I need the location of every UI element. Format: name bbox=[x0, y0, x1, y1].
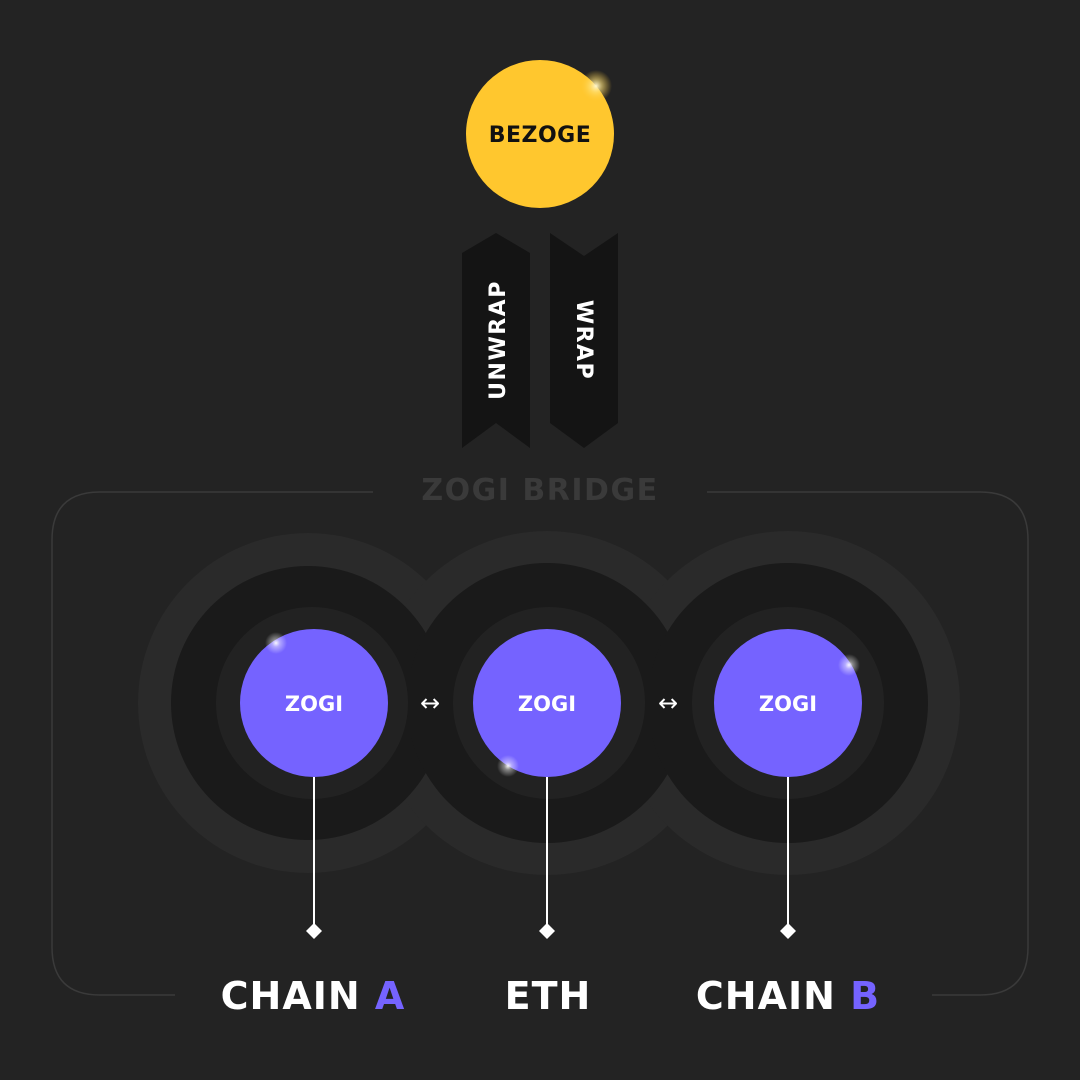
diamond-marker-icon bbox=[780, 923, 796, 939]
chain-label-main: ETH bbox=[505, 974, 592, 1018]
zogi-coin-icon bbox=[240, 629, 388, 777]
zogi-coin-icon bbox=[473, 629, 621, 777]
diamond-marker-icon bbox=[539, 923, 555, 939]
zogi-glow bbox=[265, 632, 287, 654]
zogi-glow bbox=[838, 654, 860, 676]
bidirectional-arrow-icon: ↔ bbox=[420, 689, 440, 717]
zogi-label: ZOGI bbox=[518, 692, 576, 716]
chain-label-main: CHAIN bbox=[221, 974, 375, 1018]
ribbon-unwrap: UNWRAP bbox=[462, 233, 530, 448]
zogi-node-eth: ZOGI bbox=[473, 629, 621, 777]
chain-label-main: CHAIN bbox=[696, 974, 850, 1018]
zogi-node-chain-a: ZOGI bbox=[240, 629, 388, 777]
bidirectional-arrow-icon: ↔ bbox=[658, 689, 678, 717]
ribbon-unwrap-label: UNWRAP bbox=[486, 280, 511, 400]
zogi-label: ZOGI bbox=[285, 692, 343, 716]
chain-label-accent: A bbox=[375, 974, 405, 1018]
bridge-title: ZOGI BRIDGE bbox=[421, 473, 658, 508]
chain-label-eth: ETH bbox=[505, 974, 592, 1018]
zogi-label: ZOGI bbox=[759, 692, 817, 716]
stems bbox=[313, 777, 789, 924]
zogi-glow bbox=[497, 755, 519, 777]
chain-label-a: CHAIN A bbox=[221, 974, 406, 1018]
zogi-node-chain-b: ZOGI bbox=[714, 629, 862, 777]
stem-diamonds bbox=[306, 923, 796, 939]
bezoge-node: BEZOGE bbox=[466, 60, 614, 208]
chain-label-b: CHAIN B bbox=[696, 974, 880, 1018]
bridge-frame bbox=[51, 491, 1029, 996]
ribbon-wrap-label: WRAP bbox=[571, 300, 596, 380]
connectors: ↔ ↔ bbox=[420, 689, 678, 717]
bezoge-glow bbox=[580, 70, 612, 102]
diamond-marker-icon bbox=[306, 923, 322, 939]
bezoge-coin-icon bbox=[466, 60, 614, 208]
bezoge-label: BEZOGE bbox=[489, 123, 592, 148]
ribbon-wrap: WRAP bbox=[550, 233, 618, 448]
zogi-coin-icon bbox=[714, 629, 862, 777]
chain-label-accent: B bbox=[850, 974, 880, 1018]
